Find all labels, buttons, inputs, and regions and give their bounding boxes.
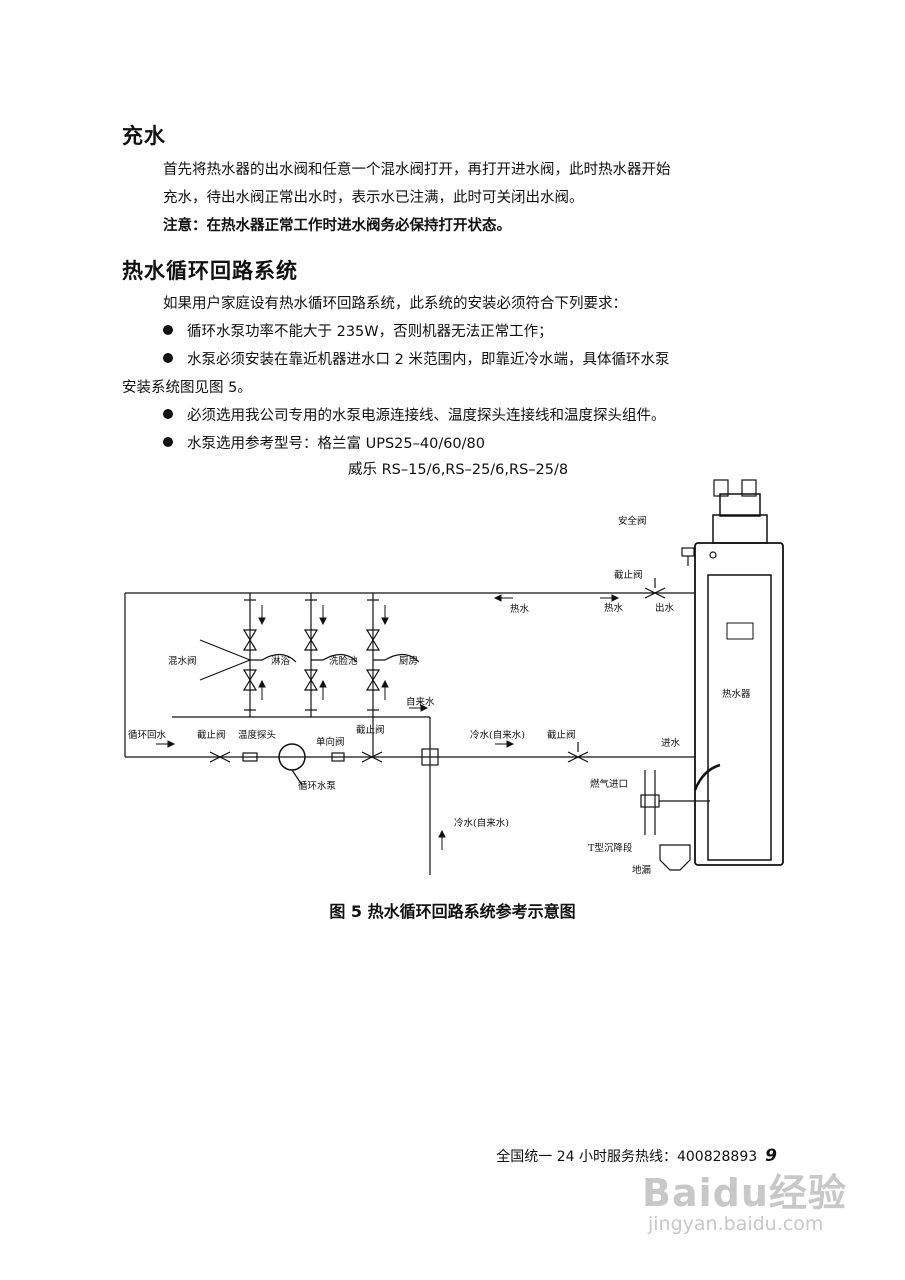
- label-shutoff-valve-inlet: 截止阀: [547, 729, 576, 741]
- label-hot-water-2: 热水: [604, 602, 624, 614]
- label-return-water: 循环回水: [128, 729, 167, 741]
- label-check-valve: 单向阀: [316, 736, 345, 748]
- figure-caption: 图 5 热水循环回路系统参考示意图: [329, 902, 576, 921]
- label-gas-inlet: 燃气进口: [590, 778, 628, 790]
- label-circulation-pump: 循环水泵: [298, 780, 337, 792]
- heading-fill-water: 充水: [122, 124, 166, 148]
- label-tap-water: 自来水: [406, 696, 435, 708]
- label-safety-valve: 安全阀: [618, 515, 647, 527]
- label-cold-tap-2: 冷水(自来水): [454, 817, 509, 829]
- watermark-url: jingyan.baidu.com: [648, 1213, 824, 1235]
- label-hot-water-1: 热水: [510, 603, 530, 615]
- label-temp-probe: 温度探头: [238, 729, 276, 741]
- page-number: 9: [765, 1146, 777, 1166]
- label-water-heater: 热水器: [722, 688, 751, 700]
- label-cold-tap-1: 冷水(自来水): [470, 729, 525, 741]
- bullet-dedicated-parts: 必须选用我公司专用的水泵电源连接线、温度探头连接线和温度探头组件。: [163, 406, 666, 426]
- bullet-dot-icon: [163, 409, 173, 419]
- bullet-dot-icon: [163, 325, 173, 335]
- label-outlet-shutoff-valve: 截止阀: [614, 569, 643, 581]
- fill-paragraph-line1: 首先将热水器的出水阀和任意一个混水阀打开，再打开进水阀，此时热水器开始: [163, 162, 671, 178]
- bullet-dot-icon: [163, 353, 173, 363]
- label-floor-drain: 地漏: [632, 864, 651, 876]
- bullet-dot-icon: [163, 437, 173, 447]
- label-t-trap: T型沉降段: [588, 842, 633, 854]
- label-kitchen: 厨房: [399, 655, 418, 667]
- heading-hot-water-loop: 热水循环回路系统: [122, 259, 298, 283]
- label-shutoff-valve-mid: 截止阀: [356, 724, 385, 736]
- label-outlet: 出水: [655, 602, 675, 614]
- label-mixing-valve: 混水阀: [168, 655, 197, 667]
- watermark: Baidu经验 jingyan.baidu.com: [642, 1162, 852, 1240]
- loop-intro: 如果用户家庭设有热水循环回路系统，此系统的安装必须符合下列要求：: [163, 296, 627, 312]
- fill-note: 注意：在热水器正常工作时进水阀务必保持打开状态。: [163, 218, 511, 234]
- bullet-pump-location-cont: 安装系统图见图 5。: [122, 380, 252, 396]
- label-shower: 淋浴: [271, 655, 291, 667]
- label-inlet: 进水: [661, 737, 681, 749]
- pump-models-cont: 威乐 RS–15/6,RS–25/6,RS–25/8: [348, 462, 569, 478]
- label-basin: 洗脸池: [329, 655, 358, 667]
- bullet-pump-location: 水泵必须安装在靠近机器进水口 2 米范围内，即靠近冷水端，具体循环水泵: [163, 350, 669, 370]
- label-shutoff-valve-left: 截止阀: [197, 729, 226, 741]
- bullet-pump-power: 循环水泵功率不能大于 235W，否则机器无法正常工作；: [163, 322, 553, 342]
- fill-paragraph-line2: 充水，待出水阀正常出水时，表示水已注满，此时可关闭出水阀。: [163, 190, 584, 206]
- watermark-brand: Baidu经验: [642, 1171, 847, 1215]
- bullet-pump-models: 水泵选用参考型号：格兰富 UPS25–40/60/80: [163, 434, 485, 454]
